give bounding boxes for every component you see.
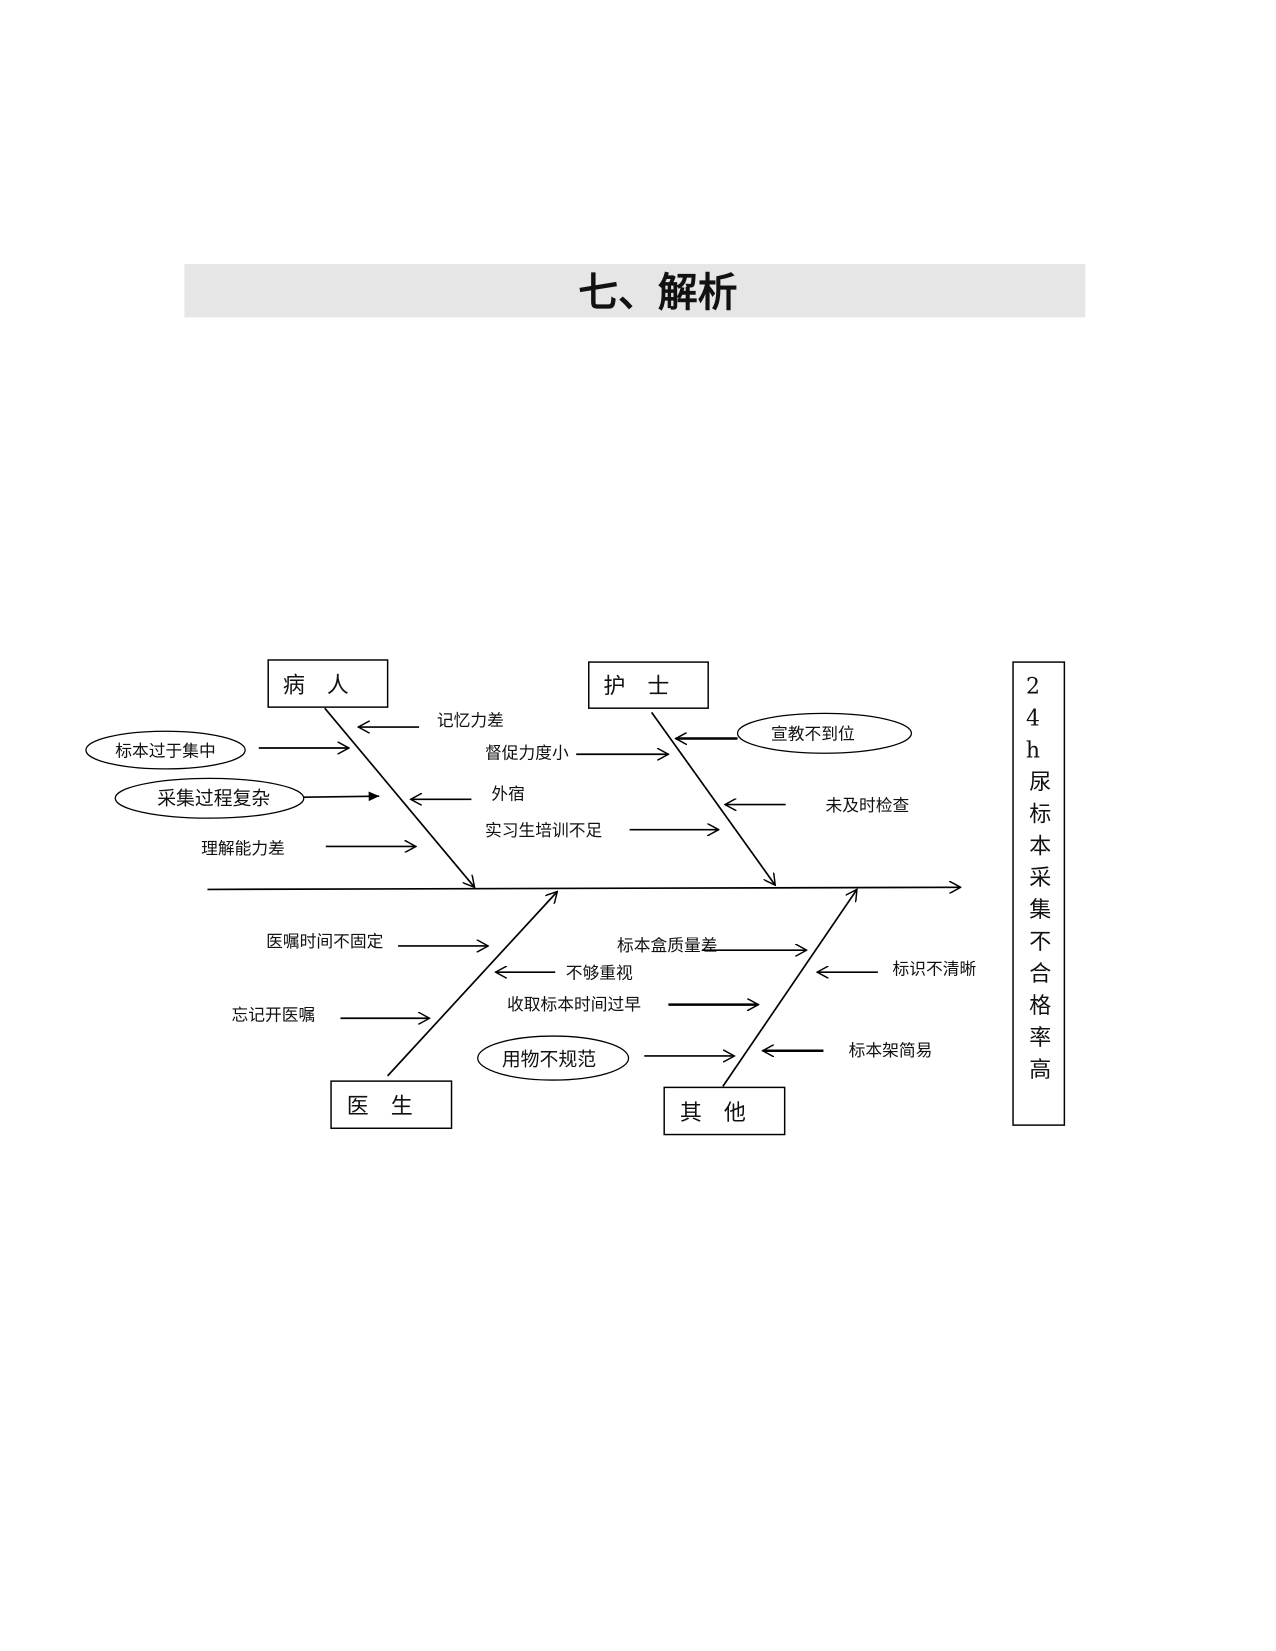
cause-label: 记忆力差 [437, 710, 504, 730]
effect-char: 率 [1029, 1026, 1051, 1051]
category-label: 其 他 [680, 1101, 746, 1126]
cause-label: 标本架简易 [849, 1040, 933, 1060]
effect-char: 采 [1029, 866, 1051, 891]
cause-label: 标本盒质量差 [617, 935, 718, 955]
bone-nurse [650, 711, 776, 885]
cause-memory: 记忆力差 [358, 710, 504, 730]
category-label: 病 人 [283, 673, 349, 698]
effect-char: 尿 [1029, 770, 1051, 795]
cause-not-valued: 不够重视 [496, 962, 633, 982]
cause-label: 理解能力差 [201, 838, 285, 858]
bone-patient [324, 707, 475, 887]
cause-label: 宣教不到位 [771, 724, 855, 744]
cause-label: 未及时检查 [826, 795, 910, 815]
effect-char: 标 [1029, 802, 1051, 827]
category-label: 护 士 [603, 675, 669, 700]
cause-stay-out: 外宿 [411, 783, 525, 803]
cause-education: 宣教不到位 [676, 712, 913, 754]
cause-label: 忘记开医嘱 [232, 1004, 316, 1024]
cause-forgot-order: 忘记开医嘱 [232, 1004, 430, 1024]
cause-simple-rack: 标本架简易 [763, 1040, 933, 1060]
cause-comprehension: 理解能力差 [201, 838, 416, 858]
category-patient: 病 人 [267, 659, 389, 708]
cause-complex-process: 采集过程复杂 [114, 777, 380, 819]
effect-char: 4 [1026, 706, 1040, 731]
effect-char: h [1026, 738, 1040, 763]
cause-supervision: 督促力度小 [485, 742, 668, 762]
section-title: 七、解析 [578, 270, 737, 316]
cause-label: 不够重视 [566, 962, 633, 982]
category-doctor: 医 生 [330, 1080, 453, 1129]
cause-label: 外宿 [491, 783, 525, 803]
cause-label: 督促力度小 [485, 742, 569, 762]
cause-label: 用物不规范 [502, 1048, 596, 1070]
effect-char: 2 [1026, 675, 1040, 700]
category-label: 医 生 [347, 1095, 413, 1120]
cause-intern-training: 实习生培训不足 [485, 820, 719, 840]
category-other: 其 他 [663, 1086, 786, 1136]
fishbone-spine [207, 887, 960, 889]
effect-char: 不 [1029, 930, 1051, 955]
effect-char: 集 [1029, 898, 1051, 923]
bone-doctor [387, 891, 558, 1077]
bone-other [722, 889, 857, 1087]
cause-box-quality: 标本盒质量差 [617, 935, 807, 955]
cause-label: 实习生培训不足 [485, 820, 603, 840]
effect-char: 高 [1029, 1058, 1051, 1083]
cause-early-collection: 收取标本时间过早 [507, 994, 758, 1014]
cause-label: 标本过于集中 [115, 740, 216, 760]
effect-char: 格 [1029, 994, 1051, 1019]
cause-concentrated: 标本过于集中 [85, 730, 349, 770]
cause-label: 标识不清晰 [893, 958, 977, 978]
cause-late-check: 未及时检查 [725, 795, 910, 815]
section-title-bar: 七、解析 [184, 263, 1086, 318]
cause-order-time: 医嘱时间不固定 [266, 931, 488, 951]
cause-unclear-label: 标识不清晰 [817, 958, 977, 978]
cause-label: 收取标本时间过早 [507, 994, 641, 1014]
effect-char: 本 [1029, 834, 1051, 859]
effect-char: 合 [1029, 962, 1051, 987]
category-nurse: 护 士 [588, 661, 709, 709]
cause-label: 医嘱时间不固定 [266, 931, 384, 951]
cause-label: 采集过程复杂 [157, 788, 270, 810]
cause-supplies: 用物不规范 [477, 1035, 735, 1081]
